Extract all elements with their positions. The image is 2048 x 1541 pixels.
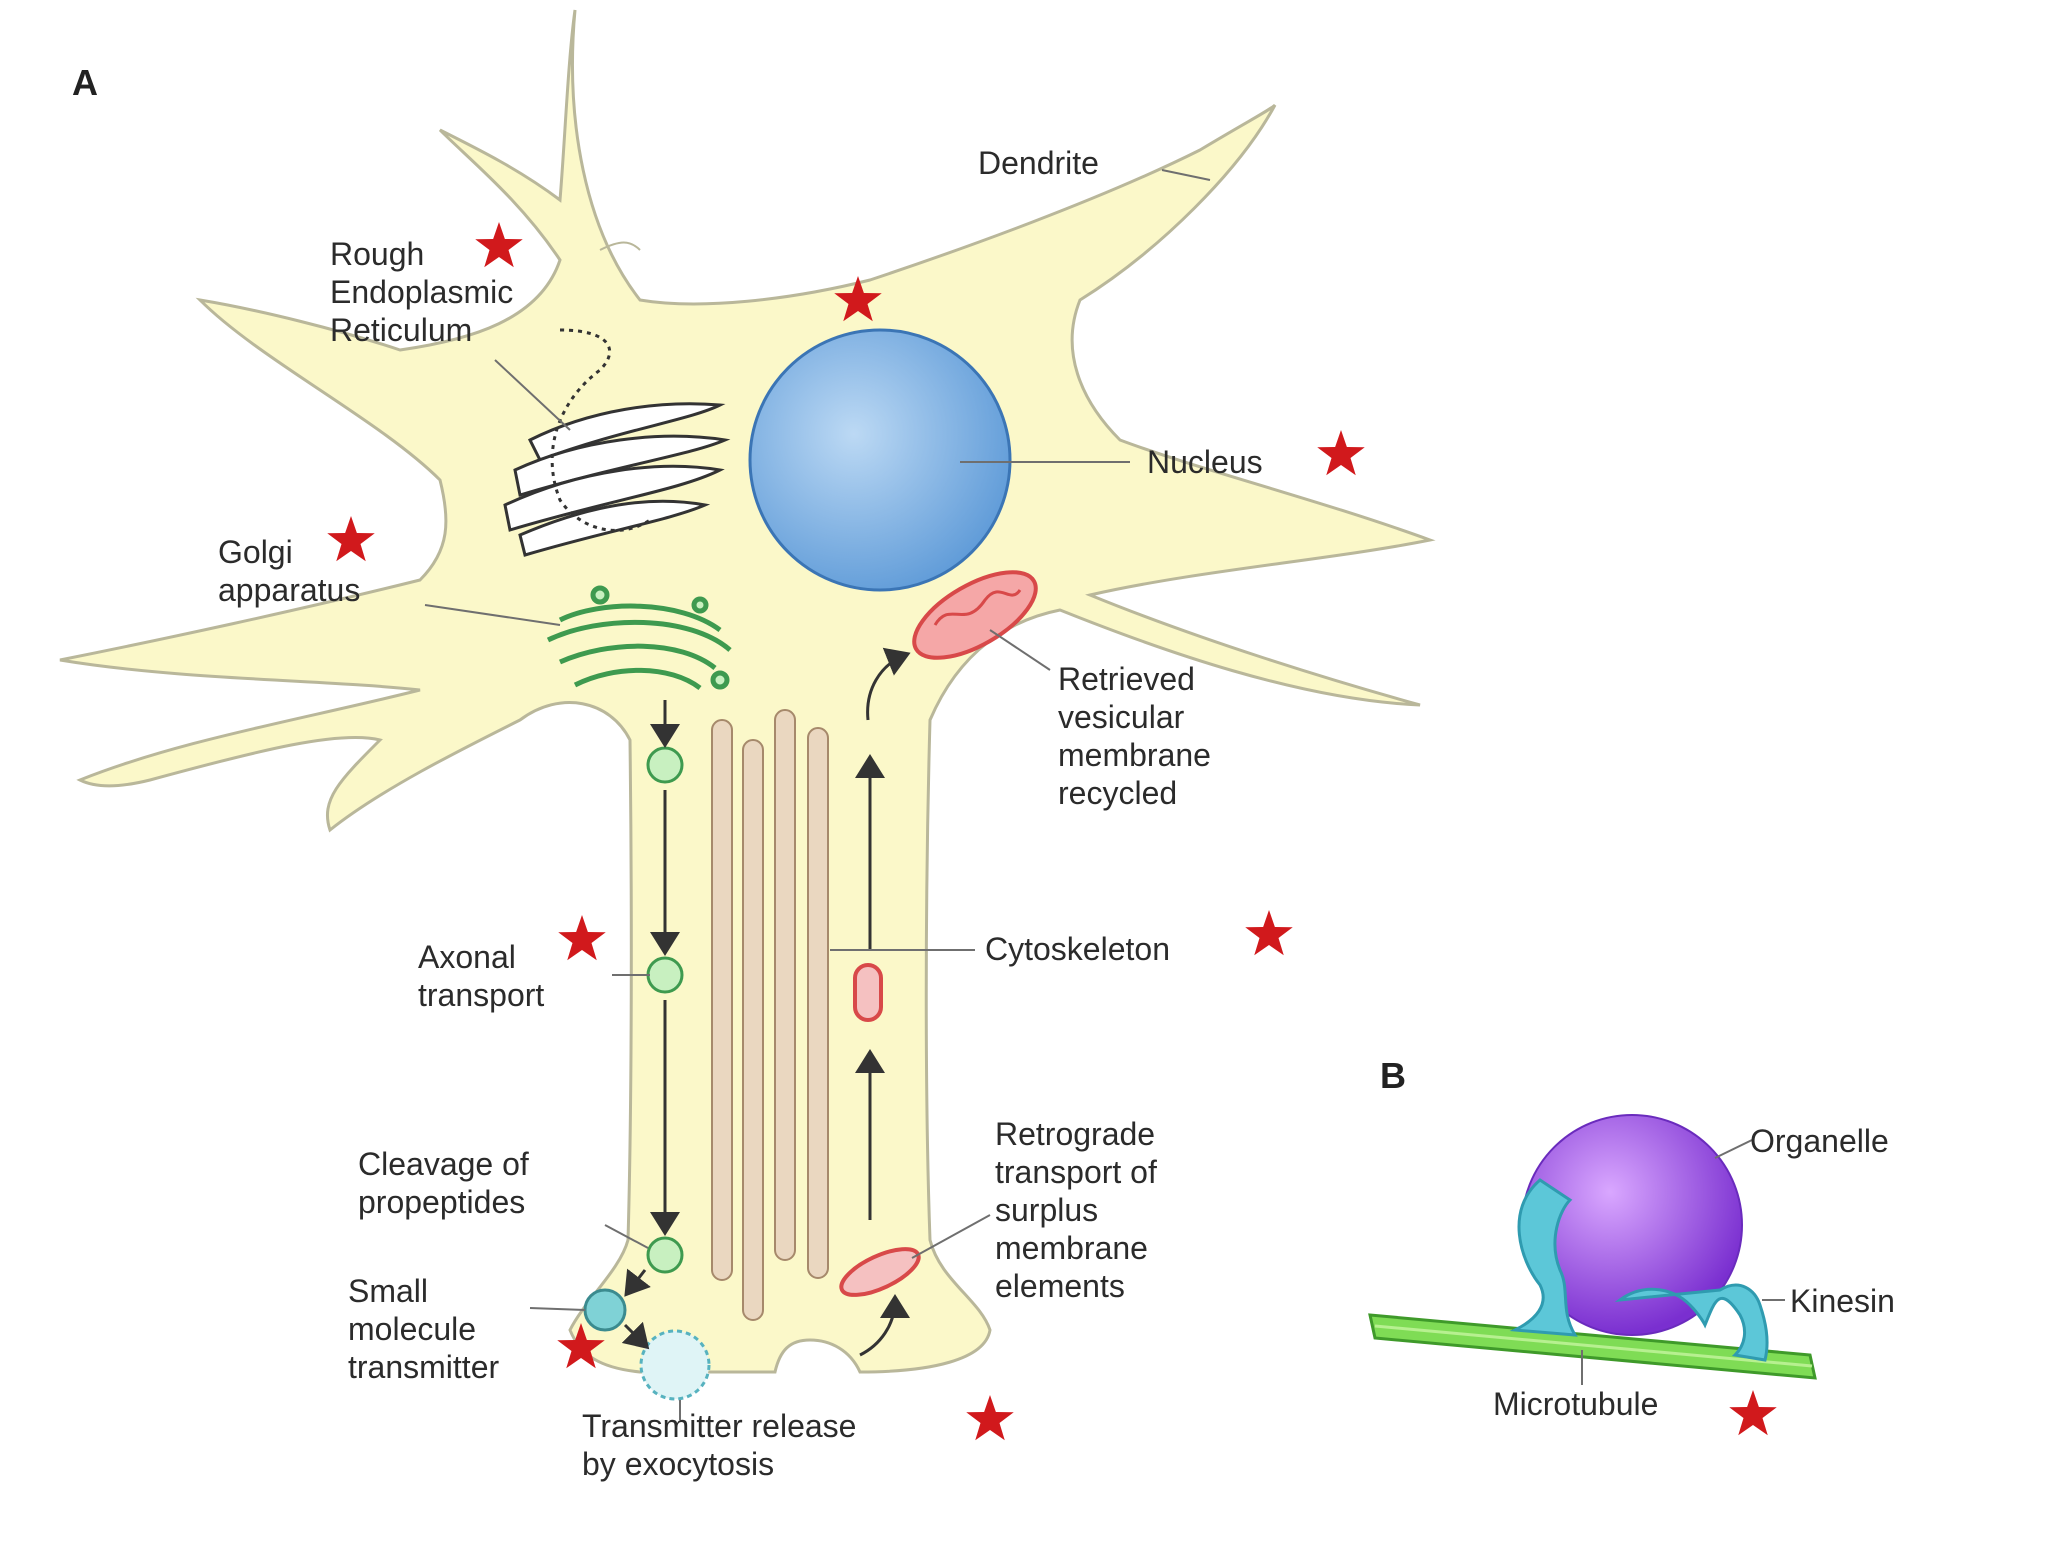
star-icon xyxy=(475,222,523,268)
retrograde-organelles xyxy=(839,963,921,1297)
star-icon xyxy=(1245,910,1293,956)
label-cleavage: Cleavage of propeptides xyxy=(358,1146,538,1220)
anterograde-vesicles xyxy=(646,746,684,1274)
label-axonal-transport: Axonal transport xyxy=(418,939,544,1013)
rough-er xyxy=(503,328,731,557)
leader-lines xyxy=(424,169,1211,1420)
transmitter-vesicles xyxy=(583,1288,711,1401)
nucleus xyxy=(748,328,1012,592)
label-kinesin: Kinesin xyxy=(1790,1283,1895,1319)
panel-label-a: A xyxy=(72,62,98,103)
label-retrograde: Retrograde transport of surplus membrane… xyxy=(995,1116,1166,1304)
label-nucleus: Nucleus xyxy=(1147,444,1263,480)
kinesin-diagram xyxy=(1368,1114,1817,1385)
label-organelle: Organelle xyxy=(1750,1123,1889,1159)
transport-arrows xyxy=(621,647,911,1357)
neuron-cell xyxy=(59,9,1436,1374)
retrieved-membrane-organelle xyxy=(912,570,1038,660)
star-icon xyxy=(327,516,375,562)
label-rough-er: Rough Endoplasmic Reticulum xyxy=(330,236,522,348)
cytoskeleton-filaments xyxy=(711,709,829,1321)
label-dendrite: Dendrite xyxy=(978,145,1099,181)
star-icon xyxy=(1729,1390,1777,1436)
kinesin xyxy=(1509,1178,1769,1362)
golgi-apparatus xyxy=(546,585,732,691)
panel-label-b: B xyxy=(1380,1055,1406,1096)
dendrite-spine xyxy=(599,241,641,251)
label-cytoskeleton: Cytoskeleton xyxy=(985,931,1170,967)
microtubule xyxy=(1368,1313,1817,1380)
label-transmitter-release: Transmitter release by exocytosis xyxy=(582,1408,865,1482)
star-icon xyxy=(966,1395,1014,1441)
label-retrieved: Retrieved vesicular membrane recycled xyxy=(1058,661,1220,811)
label-small-molecule: Small molecule transmitter xyxy=(348,1273,499,1385)
star-icon xyxy=(1317,430,1365,476)
label-golgi: Golgi apparatus xyxy=(218,534,360,608)
cell-body-outline xyxy=(59,9,1436,1374)
label-microtubule: Microtubule xyxy=(1493,1386,1658,1422)
star-icon xyxy=(558,915,606,961)
